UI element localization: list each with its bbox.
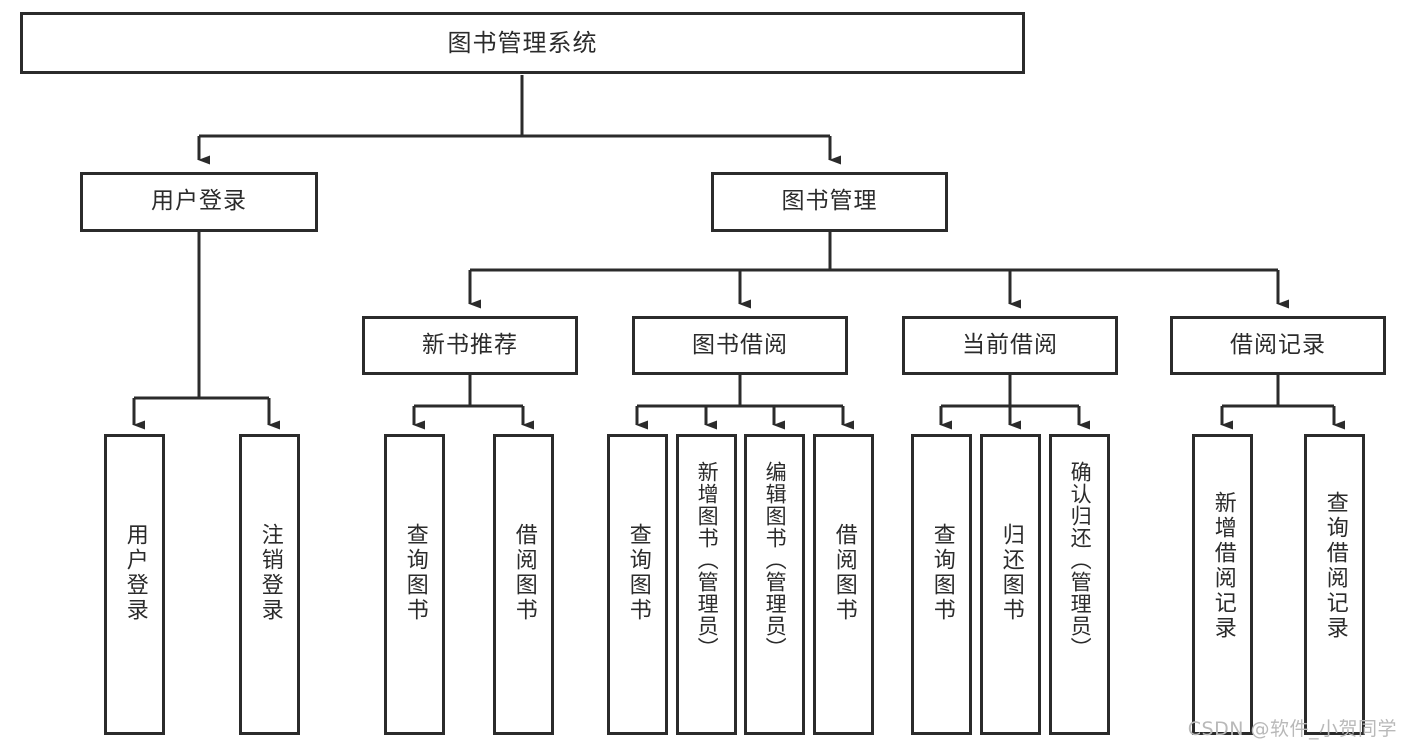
node-leaf-query-record[interactable]: 查询借阅记录 xyxy=(1304,434,1365,735)
csdn-watermark: CSDN @软件_小贺同学 xyxy=(1187,718,1397,740)
node-current-borrow[interactable]: 当前借阅 xyxy=(902,316,1118,375)
node-leaf-query-record-label: 查询借阅记录 xyxy=(1322,491,1348,641)
node-leaf-edit-book-label: 编辑图书（管理员） xyxy=(763,461,788,659)
node-leaf-query-book-1[interactable]: 查询图书 xyxy=(384,434,445,735)
node-leaf-borrow-book-1-label: 借阅图书 xyxy=(511,523,537,623)
node-leaf-query-book-2-label: 查询图书 xyxy=(625,523,651,623)
node-leaf-add-book[interactable]: 新增图书（管理员） xyxy=(676,434,737,735)
node-leaf-borrow-book-2-label: 借阅图书 xyxy=(831,523,857,623)
node-leaf-user-login-label: 用户登录 xyxy=(122,523,148,623)
node-borrow-record[interactable]: 借阅记录 xyxy=(1170,316,1386,375)
node-book-management[interactable]: 图书管理 xyxy=(711,172,948,232)
node-leaf-return-book[interactable]: 归还图书 xyxy=(980,434,1041,735)
node-leaf-query-book-1-label: 查询图书 xyxy=(402,523,428,623)
node-leaf-borrow-book-1[interactable]: 借阅图书 xyxy=(493,434,554,735)
node-leaf-confirm-return[interactable]: 确认归还（管理员） xyxy=(1049,434,1110,735)
node-leaf-query-book-2[interactable]: 查询图书 xyxy=(607,434,668,735)
node-new-book-recommend[interactable]: 新书推荐 xyxy=(362,316,578,375)
node-user-login[interactable]: 用户登录 xyxy=(80,172,318,232)
node-leaf-add-record[interactable]: 新增借阅记录 xyxy=(1192,434,1253,735)
node-leaf-query-book-3-label: 查询图书 xyxy=(929,523,955,623)
node-leaf-borrow-book-2[interactable]: 借阅图书 xyxy=(813,434,874,735)
node-book-borrow[interactable]: 图书借阅 xyxy=(632,316,848,375)
node-leaf-user-login[interactable]: 用户登录 xyxy=(104,434,165,735)
node-leaf-return-book-label: 归还图书 xyxy=(998,523,1024,623)
node-leaf-confirm-return-label: 确认归还（管理员） xyxy=(1068,461,1093,659)
node-leaf-add-record-label: 新增借阅记录 xyxy=(1210,491,1236,641)
node-leaf-user-logout-label: 注销登录 xyxy=(257,523,283,623)
node-leaf-add-book-label: 新增图书（管理员） xyxy=(695,461,720,659)
node-root-system[interactable]: 图书管理系统 xyxy=(20,12,1025,74)
node-leaf-user-logout[interactable]: 注销登录 xyxy=(239,434,300,735)
node-leaf-query-book-3[interactable]: 查询图书 xyxy=(911,434,972,735)
node-leaf-edit-book[interactable]: 编辑图书（管理员） xyxy=(744,434,805,735)
